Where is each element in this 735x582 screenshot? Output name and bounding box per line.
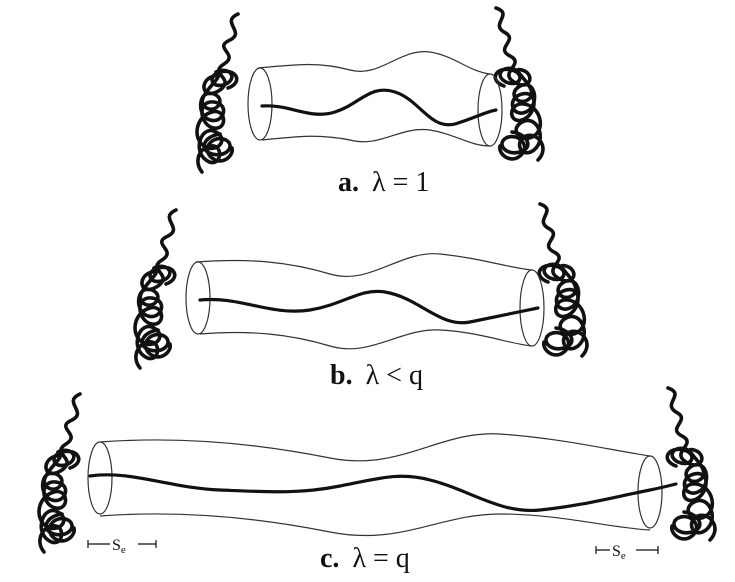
panel-c-tube-bottom	[100, 514, 650, 536]
left-segment-subscript: e	[121, 544, 126, 556]
right-segment-label: S	[612, 543, 621, 560]
svg-text:a. λ = 1: a. λ = 1	[338, 167, 429, 198]
panel-c-letter: c.	[320, 543, 339, 574]
panel-a-letter: a.	[338, 167, 359, 198]
panel-c-chain	[90, 475, 676, 511]
svg-text:c. λ = q: c. λ = q	[320, 543, 410, 574]
panel-a-tube-bottom	[262, 130, 490, 146]
panel-b-relation: λ < q	[366, 360, 423, 391]
panel-b-tube-top	[196, 254, 532, 277]
panel-b-chain	[200, 291, 538, 322]
panel-c: Se Se c. λ = q	[39, 388, 715, 574]
panel-a-right-coil	[495, 8, 543, 160]
panel-b-right-coil	[539, 204, 587, 356]
panel-b-letter: b.	[330, 360, 353, 391]
panel-c-relation: λ = q	[352, 543, 409, 574]
panel-a-chain	[262, 90, 496, 125]
panel-a-tube-left-end	[248, 68, 272, 140]
svg-text:b. λ < q: b. λ < q	[330, 360, 423, 391]
panel-b-tube-bottom	[200, 330, 532, 349]
left-end-segment-marker: Se	[88, 537, 156, 556]
panel-c-left-coil	[39, 394, 80, 552]
right-end-segment-marker: Se	[596, 543, 658, 562]
svg-text:Se: Se	[112, 537, 126, 556]
panel-a: a. λ = 1	[197, 8, 543, 198]
svg-text:Se: Se	[612, 543, 626, 562]
panel-b: b. λ < q	[135, 204, 587, 391]
panel-a-relation: λ = 1	[372, 167, 429, 198]
panel-c-tube-left-end	[88, 442, 112, 514]
panel-c-tube-top	[100, 434, 650, 461]
right-segment-subscript: e	[621, 550, 626, 562]
left-segment-label: S	[112, 537, 121, 554]
panel-c-right-coil	[667, 388, 715, 540]
panel-a-tube-top	[258, 52, 490, 74]
panel-a-left-coil	[197, 14, 238, 172]
panel-b-left-coil	[135, 210, 176, 368]
